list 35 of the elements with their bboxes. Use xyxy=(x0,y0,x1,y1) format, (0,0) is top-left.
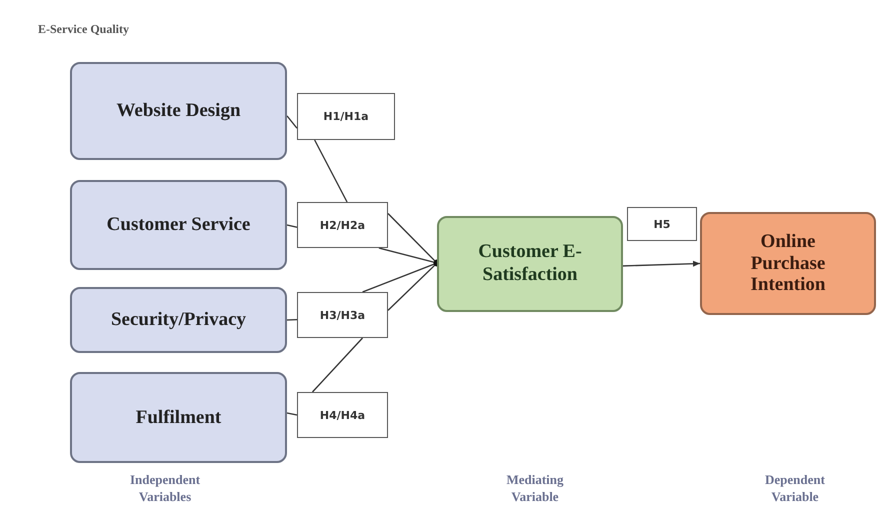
node-label: Fulfilment xyxy=(136,406,222,428)
node-label: H1/H1a xyxy=(323,110,369,123)
node-label: Security/Privacy xyxy=(110,309,246,331)
diagram-title: E-Service Quality xyxy=(38,22,129,37)
variable-box xyxy=(70,287,287,353)
node-label: H3/H3a xyxy=(320,308,366,322)
connector-line xyxy=(286,224,298,228)
variable-box xyxy=(70,372,287,463)
connector-line xyxy=(312,338,363,392)
hypothesis-box xyxy=(297,202,388,248)
hypothesis-box xyxy=(627,207,697,241)
connector-line xyxy=(388,262,438,311)
connector-line xyxy=(314,140,348,202)
connector-line xyxy=(286,318,298,321)
variable-box xyxy=(70,62,287,160)
column-label: Independent Variables xyxy=(128,472,202,506)
node-label: Online Purchase Intention xyxy=(750,230,826,296)
connector-line xyxy=(286,116,298,129)
connector-line xyxy=(286,412,298,416)
node-label: Customer E-Satisfaction xyxy=(477,241,583,287)
hypothesis-box xyxy=(297,93,395,140)
column-label: Dependent Variable xyxy=(764,472,826,506)
hypothesis-box xyxy=(297,292,388,338)
hypothesis-box xyxy=(297,392,388,438)
node-label: H5 xyxy=(654,218,670,230)
connector-line xyxy=(388,213,438,264)
variable-box xyxy=(70,180,287,270)
node-label: Website Design xyxy=(116,100,241,122)
column-label: Mediating Variable xyxy=(505,472,565,506)
arrow xyxy=(622,260,700,267)
node-label: H4/H4a xyxy=(320,408,366,422)
node-label: Customer Service xyxy=(106,214,250,236)
variable-box xyxy=(437,216,623,312)
node-label: H2/H2a xyxy=(320,218,366,232)
variable-box xyxy=(700,212,876,315)
